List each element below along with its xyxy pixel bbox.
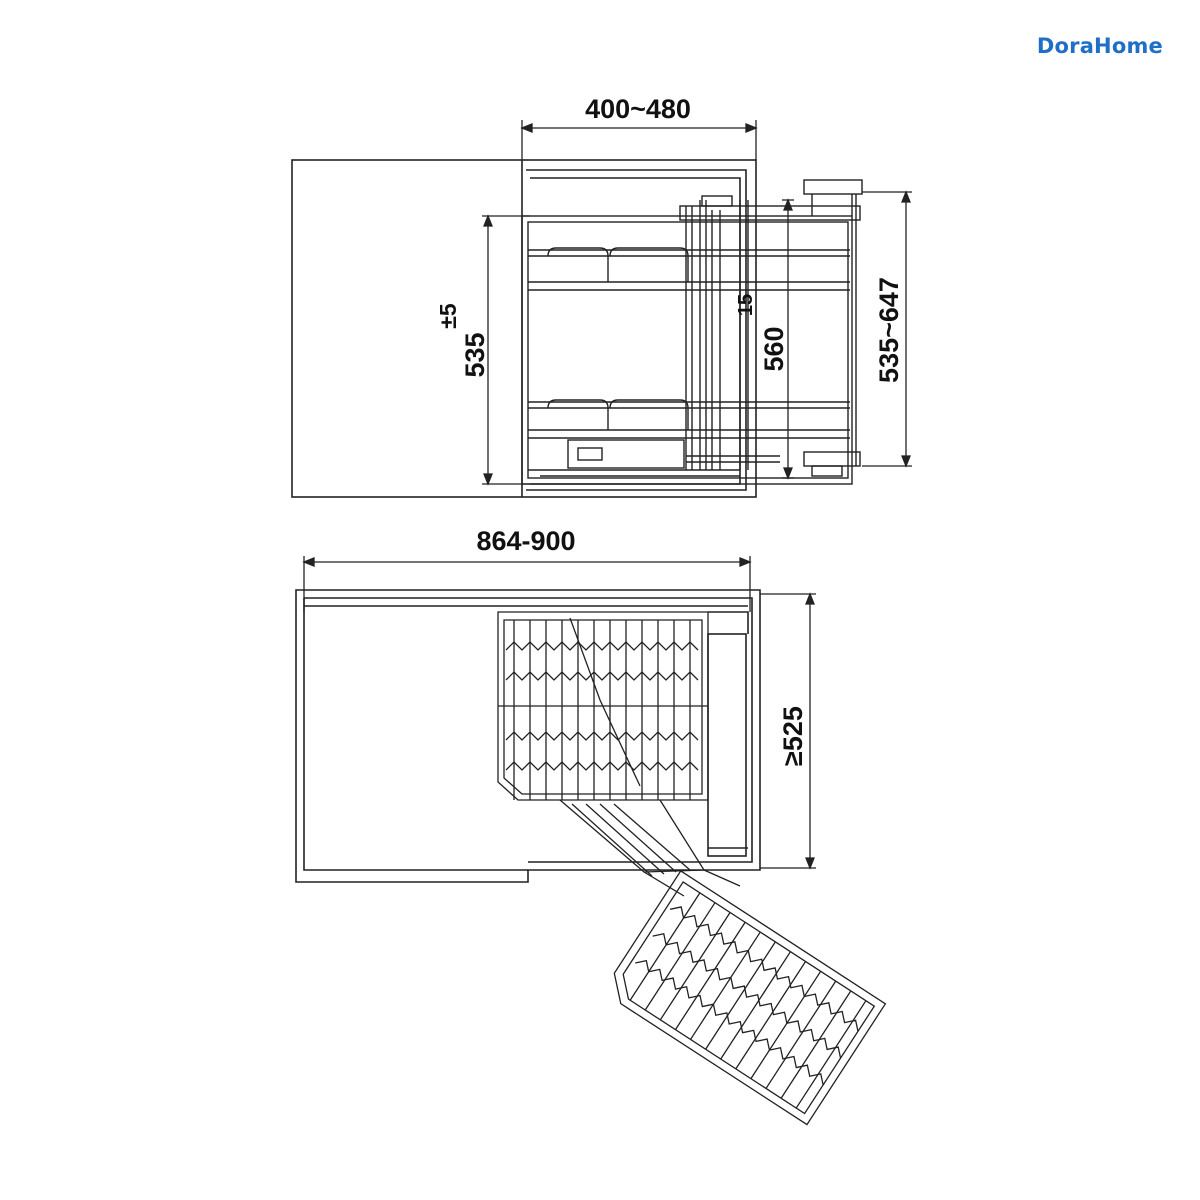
brand-name: DoraHome <box>1036 34 1163 58</box>
outer-basket <box>613 870 887 1126</box>
inner-basket <box>497 611 709 801</box>
top-view <box>291 120 912 498</box>
top-height-label-main: 535 <box>460 332 490 377</box>
top-side-height-label: 535~647 <box>874 277 904 383</box>
bottom-depth-label: ≥525 <box>778 706 808 766</box>
bottom-view <box>295 556 887 1126</box>
top-inner-height-dimension <box>782 198 794 480</box>
top-cabinet-outline <box>291 159 757 498</box>
bottom-width-label: 864-900 <box>476 526 575 556</box>
top-height-label-tolerance: ±5 <box>435 303 461 329</box>
bottom-depth-dimension <box>760 592 816 870</box>
brand-logo: DoraHome <box>1037 34 1163 58</box>
top-inner-marker-label: 15 <box>735 294 757 316</box>
bottom-back-panel <box>707 633 747 857</box>
top-basket-frame <box>521 179 863 485</box>
top-side-height-dimension <box>862 190 912 468</box>
top-inner-height-label: 560 <box>759 326 789 371</box>
top-width-label: 400~480 <box>585 94 691 124</box>
top-width-dimension <box>520 120 758 160</box>
bottom-width-dimension <box>302 556 752 612</box>
bottom-cabinet-inner <box>303 597 753 871</box>
